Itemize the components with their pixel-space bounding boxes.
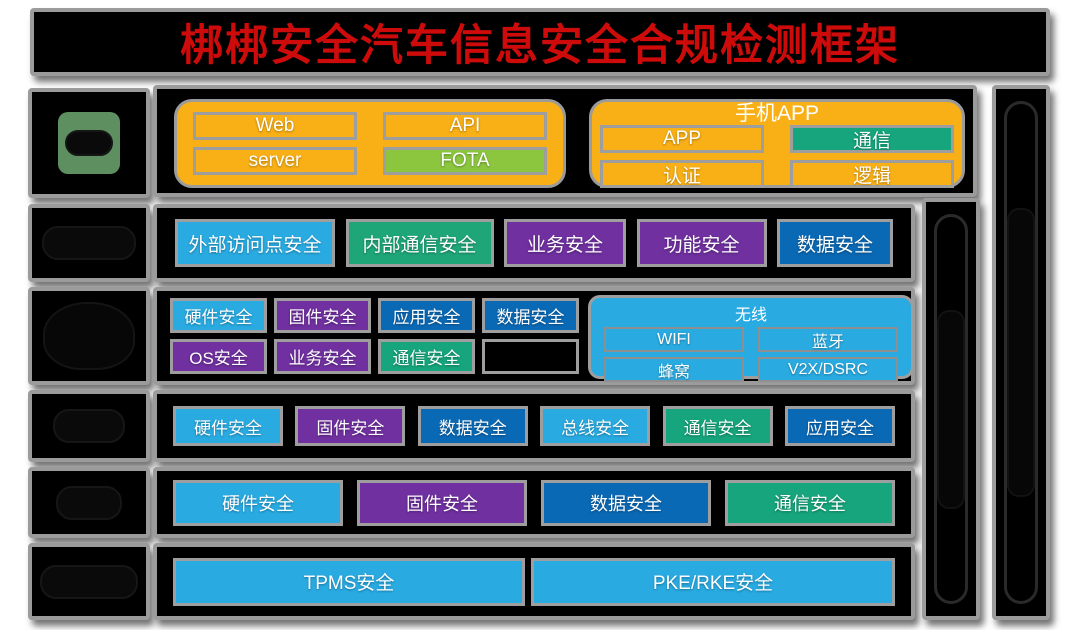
server-chip: server [193, 147, 357, 175]
fota-chip: FOTA [383, 147, 547, 175]
auth-chip: 认证 [600, 160, 764, 188]
data-security-chip: 数据安全 [482, 298, 579, 333]
logic-chip: 逻辑 [790, 160, 954, 188]
phone-app-grid: APP 通信 认证 逻辑 [600, 125, 954, 188]
hardware-security-chip: 硬件安全 [173, 406, 283, 446]
firmware-security-chip: 固件安全 [295, 406, 406, 446]
sidebar-panel-headunit [28, 287, 150, 385]
tpms-security-chip: TPMS安全 [173, 557, 525, 606]
headunit-grid: 硬件安全 固件安全 应用安全 数据安全 OS安全 业务安全 通信安全 [170, 298, 579, 374]
sidebar-panel-vehicle [28, 204, 150, 282]
right-bar-inner-inset [934, 214, 968, 604]
illegible-label [40, 564, 138, 599]
web-chip: Web [193, 112, 357, 140]
illegible-black-chip [482, 339, 579, 374]
illegible-vertical-label [937, 309, 965, 509]
comm-chip: 通信 [790, 125, 954, 153]
wireless-title: 无线 [734, 307, 767, 324]
cloud-tile-icon [58, 112, 120, 174]
sidebar-panel-ecu [28, 467, 150, 538]
sidebar-panel-cloud [28, 88, 150, 198]
data-security-chip: 数据安全 [541, 479, 711, 526]
business-security-chip: 业务安全 [504, 219, 626, 267]
gateway-security-row: 硬件安全 固件安全 数据安全 总线安全 通信安全 应用安全 [153, 390, 915, 462]
app-security-chip: 应用安全 [784, 406, 895, 446]
wifi-chip: WIFI [604, 327, 744, 352]
business-security-chip: 业务安全 [274, 339, 371, 374]
server-group: Web API server FOTA [174, 99, 566, 188]
right-bar-outer-inset [1004, 101, 1038, 604]
internal-comm-security-chip: 内部通信安全 [345, 219, 494, 267]
os-security-chip: OS安全 [170, 339, 267, 374]
headunit-security-row: 硬件安全 固件安全 应用安全 数据安全 OS安全 业务安全 通信安全 无线 WI… [153, 287, 915, 385]
sidebar-panel-sensors [28, 543, 150, 620]
phone-app-title: 手机APP [734, 102, 820, 125]
pke-rke-security-chip: PKE/RKE安全 [531, 557, 895, 606]
right-bar-outer [992, 85, 1050, 620]
right-bar-inner [922, 198, 980, 620]
ecu-security-row: 硬件安全 固件安全 数据安全 通信安全 [153, 467, 915, 538]
sensor-security-row: TPMS安全 PKE/RKE安全 [153, 543, 915, 620]
bluetooth-chip: 蓝牙 [758, 327, 898, 352]
server-grid: Web API server FOTA [193, 112, 547, 175]
vehicle-security-row: 外部访问点安全 内部通信安全 业务安全 功能安全 数据安全 [153, 204, 915, 282]
illegible-label [42, 226, 136, 260]
illegible-label [56, 485, 122, 520]
v2x-dsrc-chip: V2X/DSRC [758, 357, 898, 382]
function-security-chip: 功能安全 [636, 219, 767, 267]
page-title: 梆梆安全汽车信息安全合规检测框架 [180, 22, 900, 70]
firmware-security-chip: 固件安全 [357, 479, 527, 526]
comm-security-chip: 通信安全 [662, 406, 773, 446]
data-security-chip: 数据安全 [777, 219, 893, 267]
illegible-label [53, 409, 125, 443]
comm-security-chip: 通信安全 [725, 479, 895, 526]
cloud-services-panel: Web API server FOTA 手机APP APP 通信 认证 逻辑 [153, 85, 977, 197]
api-chip: API [383, 112, 547, 140]
comm-security-chip: 通信安全 [378, 339, 475, 374]
wireless-group: 无线 WIFI 蓝牙 蜂窝 V2X/DSRC [588, 295, 914, 382]
title-bar: 梆梆安全汽车信息安全合规检测框架 [30, 8, 1050, 76]
external-access-security-chip: 外部访问点安全 [175, 219, 335, 267]
data-security-chip: 数据安全 [417, 406, 528, 446]
firmware-security-chip: 固件安全 [274, 298, 371, 333]
app-chip: APP [600, 125, 764, 153]
app-security-chip: 应用安全 [378, 298, 475, 333]
bus-security-chip: 总线安全 [540, 406, 651, 446]
phone-app-group: 手机APP APP 通信 认证 逻辑 [589, 99, 965, 188]
wireless-grid: WIFI 蓝牙 蜂窝 V2X/DSRC [604, 327, 898, 382]
illegible-label [65, 130, 113, 156]
hardware-security-chip: 硬件安全 [173, 479, 343, 526]
sidebar-panel-gateway [28, 390, 150, 462]
illegible-icon-blob [43, 302, 135, 370]
cellular-chip: 蜂窝 [604, 357, 744, 382]
hardware-security-chip: 硬件安全 [170, 298, 267, 333]
illegible-vertical-label [1007, 208, 1035, 497]
